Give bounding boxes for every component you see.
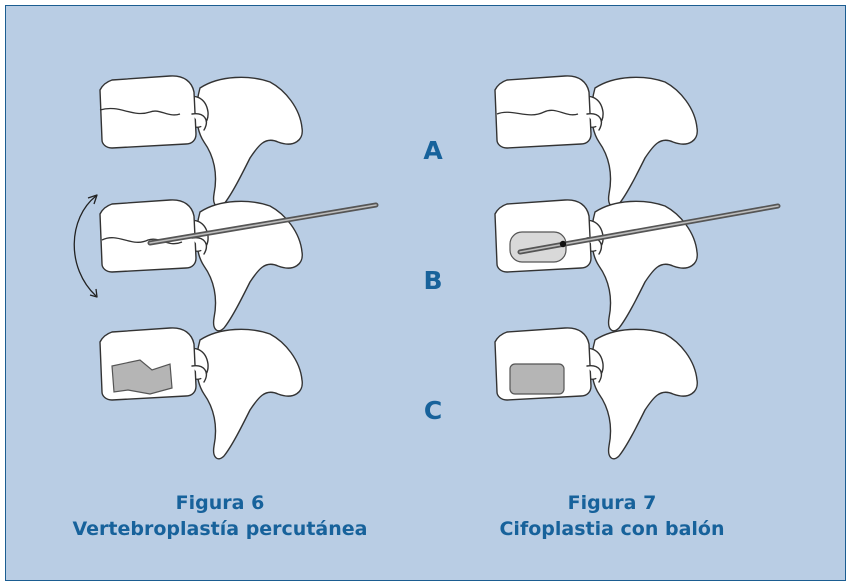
vertebra-right-b	[495, 200, 697, 331]
step-label-c: C	[403, 396, 463, 425]
vertebra-right-a	[495, 76, 697, 207]
figure-6-number: Figura 6	[40, 490, 400, 516]
vertebra-right-c	[495, 328, 697, 459]
vertebra-left-a	[100, 76, 302, 207]
step-label-b: B	[403, 266, 463, 295]
figure-7-number: Figura 7	[432, 490, 792, 516]
figure-6-title: Vertebroplastía percutánea	[40, 516, 400, 542]
vertebra-left-c	[100, 328, 302, 459]
step-label-a: A	[403, 136, 463, 165]
vertebra-left-b	[100, 200, 302, 331]
figure-7-caption: Figura 7 Cifoplastia con balón	[432, 490, 792, 542]
motion-arrow-curved	[74, 195, 97, 297]
figure-6-caption: Figura 6 Vertebroplastía percutánea	[40, 490, 400, 542]
figure-7-title: Cifoplastia con balón	[432, 516, 792, 542]
